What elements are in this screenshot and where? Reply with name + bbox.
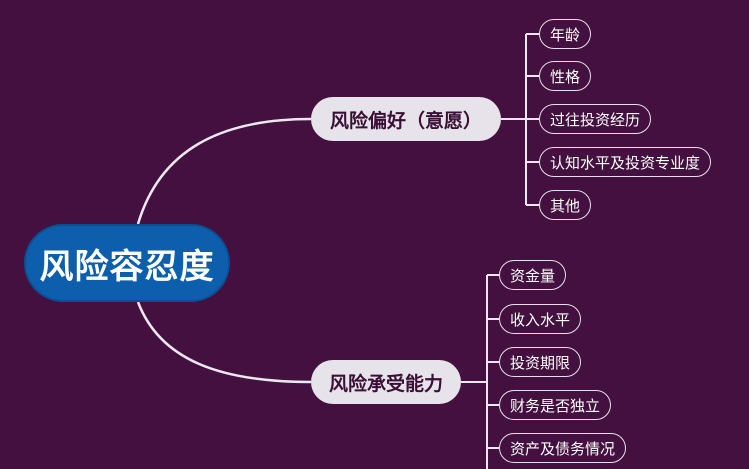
- root-node[interactable]: 风险容忍度: [24, 224, 230, 302]
- leaf-node-financial-independence[interactable]: 财务是否独立: [499, 390, 612, 420]
- branch-node-risk-capacity[interactable]: 风险承受能力: [311, 360, 461, 404]
- root-to-branch-2-line: [136, 301, 312, 384]
- leaf-node-assets-and-debts[interactable]: 资产及债务情况: [499, 433, 627, 463]
- leaf-node-investment-horizon[interactable]: 投资期限: [499, 347, 582, 377]
- leaf-node-personality[interactable]: 性格: [539, 61, 592, 91]
- leaf-node-other[interactable]: 其他: [539, 190, 592, 220]
- leaf-node-income-level[interactable]: 收入水平: [499, 304, 582, 334]
- branch-node-risk-preference[interactable]: 风险偏好（意愿）: [311, 97, 501, 141]
- leaf-node-investment-history[interactable]: 过往投资经历: [539, 104, 652, 134]
- root-to-branch-1-line: [136, 117, 312, 225]
- leaf-node-age[interactable]: 年龄: [539, 19, 592, 49]
- leaf-node-capital-amount[interactable]: 资金量: [499, 260, 567, 290]
- leaf-node-knowledge-level[interactable]: 认知水平及投资专业度: [539, 147, 712, 177]
